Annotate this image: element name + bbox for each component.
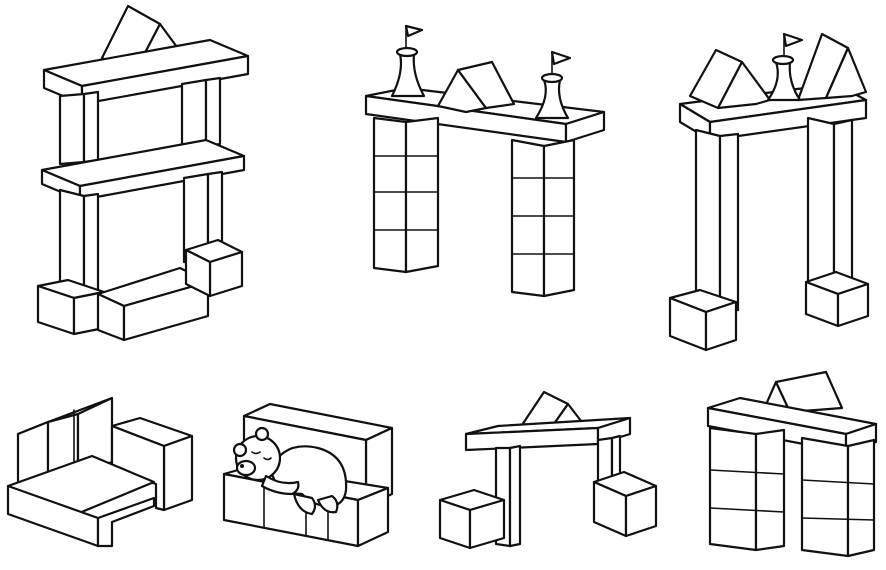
roof-gate-base-right [804, 270, 870, 328]
flag-gate-prism [436, 60, 516, 114]
flag-icon [782, 32, 804, 48]
base-cube-right [184, 238, 244, 298]
bear-icon [232, 426, 348, 516]
flag-gate-column-left [372, 116, 440, 274]
lower-column-left [58, 188, 100, 292]
structure-tall-roof-gate [668, 32, 870, 352]
roof-gate-column-right [806, 116, 854, 294]
chair-seat [6, 454, 156, 548]
roof-gate-base-left [668, 288, 738, 352]
chair-armrest [110, 416, 194, 512]
roof-gate-prism-right [796, 32, 868, 102]
upper-column-left [58, 90, 100, 166]
upper-column-right [180, 76, 222, 152]
structure-small-gate [438, 390, 658, 550]
flag-icon [550, 50, 572, 66]
small-gate-base-right [592, 470, 658, 538]
flag-tower-left [390, 24, 426, 98]
small-gate-beam [464, 416, 632, 452]
structure-wide-roof-gate [706, 370, 878, 558]
roof-gate-column-left [694, 128, 740, 314]
structure-flag-gate [364, 24, 606, 298]
flag-icon [404, 24, 424, 38]
small-gate-base-left [438, 488, 506, 550]
base-cube-left [36, 278, 106, 336]
roof-gate-flag-tower [766, 32, 804, 102]
structure-chair [6, 396, 194, 548]
flag-gate-column-right [510, 138, 576, 298]
flag-tower-right [534, 50, 572, 120]
wide-gate-column-left [708, 426, 786, 552]
top-beam [42, 38, 250, 106]
wide-gate-column-right [800, 436, 876, 558]
roof-gate-prism-left [688, 48, 772, 110]
structure-tall-double-gate [36, 4, 250, 342]
structure-sofa [222, 402, 394, 548]
